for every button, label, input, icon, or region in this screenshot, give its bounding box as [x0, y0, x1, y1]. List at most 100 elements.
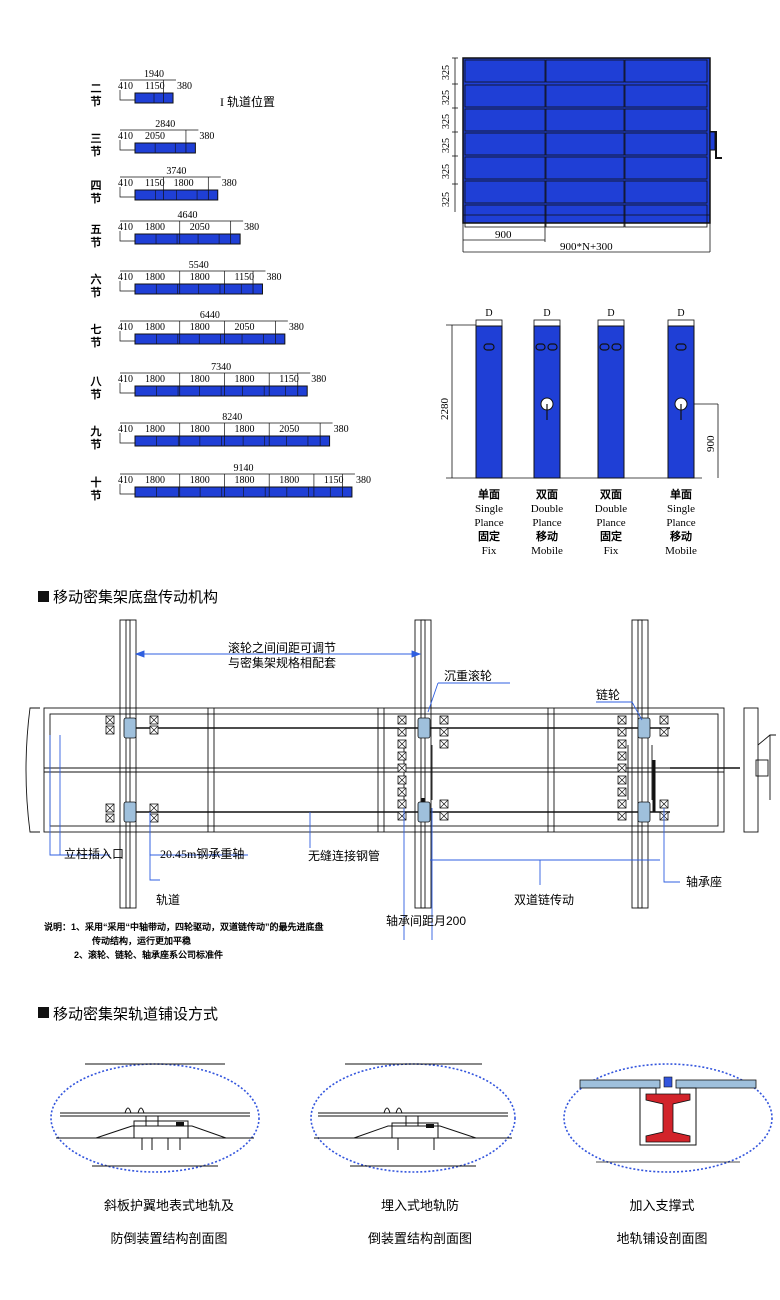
row-label: 节 [91, 387, 102, 401]
plan-col-width: 900 [495, 229, 512, 241]
heavy-roller-label: 沉重滚轮 [444, 668, 492, 683]
callout-lines [49, 650, 680, 940]
rail-caption-3a: 加入支撑式 [629, 1198, 694, 1213]
depth-label: D [485, 308, 492, 319]
bearing-icon [659, 715, 669, 725]
track-bar [134, 435, 331, 447]
cabinet-caption: Double [531, 503, 564, 515]
seg-label: 1800 [145, 475, 165, 486]
track-bar [134, 233, 241, 245]
bearing-icon [617, 775, 627, 785]
rail-caption-1a: 斜板护翼地表式地轨及 [104, 1198, 234, 1213]
cabinet-caption: 移动 [536, 529, 558, 543]
bearing-seat-label: 轴承座 [686, 874, 722, 889]
seg-label: 410 [118, 475, 133, 486]
seg-label: 1150 [324, 475, 344, 486]
cabinet-body [597, 325, 625, 479]
depth-label: D [607, 308, 614, 319]
bearing-icon [439, 727, 449, 737]
plan-row-dim: 325 [441, 90, 452, 105]
seg-label: 1800 [234, 475, 254, 486]
seg-label: 410 [118, 178, 133, 189]
bearing-icon [617, 799, 627, 809]
height-dim: 2280 [439, 398, 451, 421]
bearing-icon [397, 751, 407, 761]
seg-label: 380 [356, 475, 371, 486]
seg-label: 2050 [190, 222, 210, 233]
cabinet-caption: 双面 [600, 488, 622, 501]
row-total: 6440 [200, 310, 220, 321]
seg-label: 2050 [145, 131, 165, 142]
cabinet-caption: 移动 [670, 529, 692, 543]
seg-label: 2050 [279, 424, 299, 435]
seg-label: 410 [118, 322, 133, 333]
track-label: 轨道 [156, 893, 180, 907]
cabinet-caption: Fix [482, 545, 497, 557]
cabinet-body [475, 325, 503, 479]
cabinet-caption: 双面 [536, 488, 558, 501]
seg-label: 380 [199, 131, 214, 142]
seg-label: 1800 [234, 374, 254, 385]
bearing-icon [659, 799, 669, 809]
bearing-icon [617, 727, 627, 737]
bearing-icon [439, 811, 449, 821]
bearing-spacing-label: 轴承间距月200 [386, 913, 466, 928]
roller-icon [417, 717, 431, 739]
row-total: 5540 [189, 260, 209, 271]
square-bullet [38, 591, 49, 602]
bearing-icon [105, 813, 115, 823]
row-label: 节 [91, 144, 102, 158]
roller-icon [123, 801, 137, 823]
plan-grid [463, 59, 710, 228]
bearing-icon [617, 715, 627, 725]
bearing-icon [105, 715, 115, 725]
cabinet-caption: 单面 [478, 487, 500, 501]
bearing-icon [397, 727, 407, 737]
seg-label: 1800 [190, 374, 210, 385]
post-socket-label: 立柱插入口 [64, 846, 124, 861]
handle-height-dim: 900 [705, 435, 717, 452]
row-label: 节 [91, 235, 102, 249]
seg-label: 380 [244, 222, 259, 233]
seg-label: 1800 [190, 272, 210, 283]
bearing-icon [617, 763, 627, 773]
seg-label: 1800 [174, 178, 194, 189]
plan-body [462, 57, 711, 224]
bearing-icon [617, 811, 627, 821]
row-label: 节 [91, 191, 102, 205]
row-label: 十 [91, 475, 102, 489]
seg-label: 1150 [145, 178, 165, 189]
row-total: 9140 [233, 463, 253, 474]
rollers [123, 717, 651, 823]
bearing-icon [105, 803, 115, 813]
roller-spacing-1: 滚轮之间间距可调节 [228, 640, 336, 655]
rail-detail-3 [563, 1063, 773, 1173]
track-legend: I 轨道位置 [220, 94, 275, 109]
row-total: 1940 [144, 69, 164, 80]
bearing-icon [439, 715, 449, 725]
roller-icon [637, 801, 651, 823]
row-total: 8240 [222, 412, 242, 423]
pipe-label: 无缝连接钢管 [308, 848, 380, 863]
cabinet-caption: Single [667, 503, 695, 515]
cabinet-caption: 固定 [478, 529, 500, 543]
bearing-icon [397, 799, 407, 809]
double-chain-label: 双道链传动 [514, 892, 574, 907]
seg-label: 410 [118, 424, 133, 435]
seg-label: 1800 [190, 475, 210, 486]
plan-row-dim: 325 [441, 138, 452, 153]
cabinet-caption: Mobile [531, 545, 563, 557]
seg-label: 1800 [190, 322, 210, 333]
